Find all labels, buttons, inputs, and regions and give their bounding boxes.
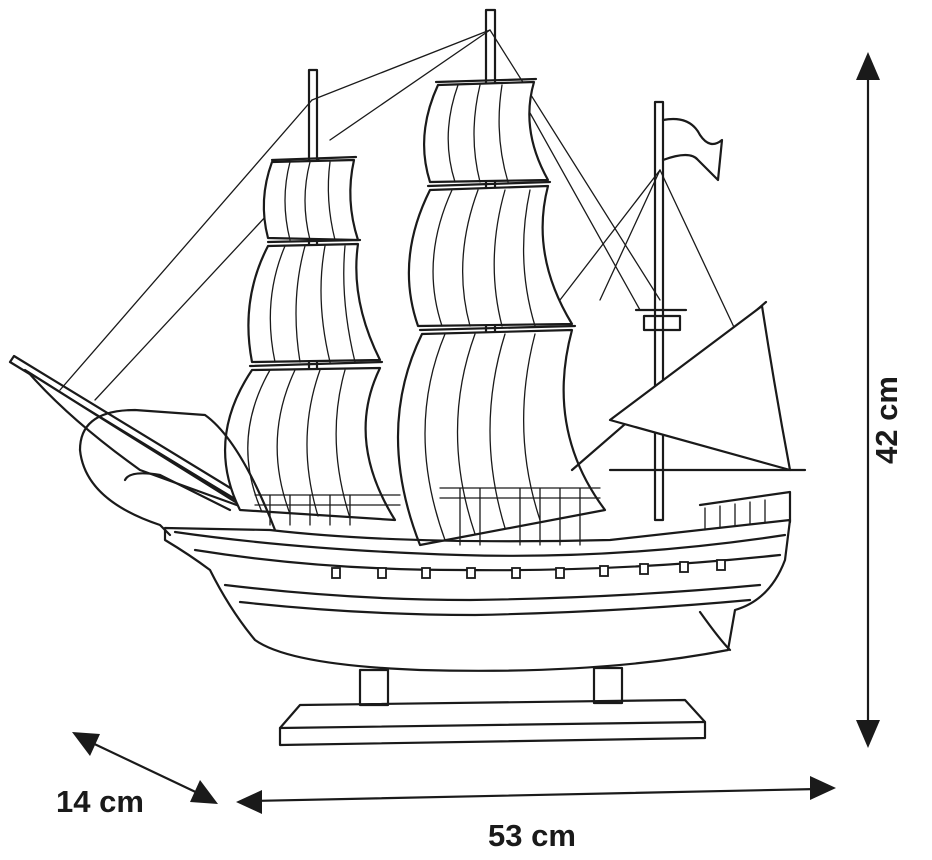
ship-hull (78, 408, 792, 672)
bowsprit (8, 354, 252, 510)
height-label: 42 cm (869, 376, 904, 464)
depth-label: 14 cm (56, 784, 144, 819)
mizzenmast (570, 100, 807, 522)
gun-ports (331, 559, 726, 579)
display-stand (278, 666, 707, 747)
width-label: 53 cm (488, 818, 576, 853)
width-dimension-arrow (236, 776, 836, 814)
mainmast (396, 8, 607, 547)
height-dimension-arrow (856, 52, 880, 748)
depth-dimension-arrow (72, 732, 218, 804)
foremast (224, 68, 397, 522)
rigging (59, 29, 741, 401)
